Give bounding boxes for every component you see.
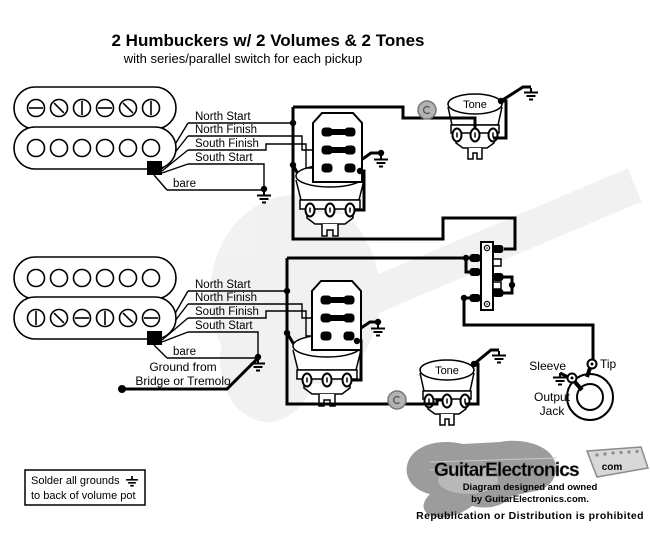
wire-label-bare: bare <box>173 178 196 190</box>
logo: GuitarElectronics com Diagram designed a… <box>406 440 649 522</box>
solder-junctions <box>118 97 516 393</box>
ground-note-line1: Solder all grounds <box>31 475 120 487</box>
tone-capacitor-neck <box>417 100 437 120</box>
pickup-selector-switch <box>469 241 504 311</box>
logo-tagline1: Diagram designed and owned <box>463 482 598 493</box>
wire-label-north-start: North Start <box>195 111 251 123</box>
output-jack-label-line2: Jack <box>540 404 566 418</box>
logo-headstock <box>585 446 649 478</box>
logo-tld: com <box>602 462 623 473</box>
wire-label-bare: bare <box>173 346 196 358</box>
page-subtitle: with series/parallel switch for each pic… <box>123 51 362 66</box>
logo-prohibited: Republication or Distribution is prohibi… <box>416 510 644 522</box>
ground-icon <box>373 154 389 168</box>
tone-pot-label: Tone <box>463 99 487 111</box>
logo-tagline2: by GuitarElectronics.com. <box>471 494 589 505</box>
wire-label-south-finish: South Finish <box>195 306 259 318</box>
output-jack-label-line1: Output <box>534 390 571 404</box>
wire-label-south-finish: South Finish <box>195 138 259 150</box>
series-parallel-switch-bridge <box>312 281 361 350</box>
pickup-wire-labels: North Start North Finish South Finish So… <box>173 111 259 358</box>
wire-label-south-start: South Start <box>195 152 253 164</box>
pickup-cable-exit <box>147 161 162 175</box>
output-jack-labels: Sleeve Tip Output Jack <box>529 357 616 418</box>
bridge-ground-annotation: Ground from Bridge or Tremolo <box>135 360 231 388</box>
bridge-ground-line1: Ground from <box>149 360 216 374</box>
tip-label: Tip <box>600 357 617 371</box>
page-title: 2 Humbuckers w/ 2 Volumes & 2 Tones <box>111 31 424 50</box>
series-parallel-switch-neck <box>313 113 362 182</box>
tone-capacitor-bridge <box>387 390 407 410</box>
ground-note-box: Solder all grounds to back of volume pot <box>24 469 146 506</box>
wire-label-north-finish: North Finish <box>195 292 257 304</box>
humbucker-bridge <box>13 256 177 345</box>
wire-label-south-start: South Start <box>195 320 253 332</box>
output-jack <box>566 358 614 421</box>
logo-brand: GuitarElectronics <box>434 460 579 481</box>
ground-note-line2: to back of volume pot <box>31 490 136 502</box>
wire-label-north-finish: North Finish <box>195 124 257 136</box>
sleeve-label: Sleeve <box>529 359 566 373</box>
bridge-ground-line2: Bridge or Tremolo <box>135 374 231 388</box>
ground-icon <box>491 350 507 364</box>
ground-icon <box>523 87 539 101</box>
humbucker-neck <box>13 86 177 175</box>
tone-pot-label: Tone <box>435 365 459 377</box>
pickup-cable-exit <box>147 331 162 345</box>
wire-label-north-start: North Start <box>195 279 251 291</box>
